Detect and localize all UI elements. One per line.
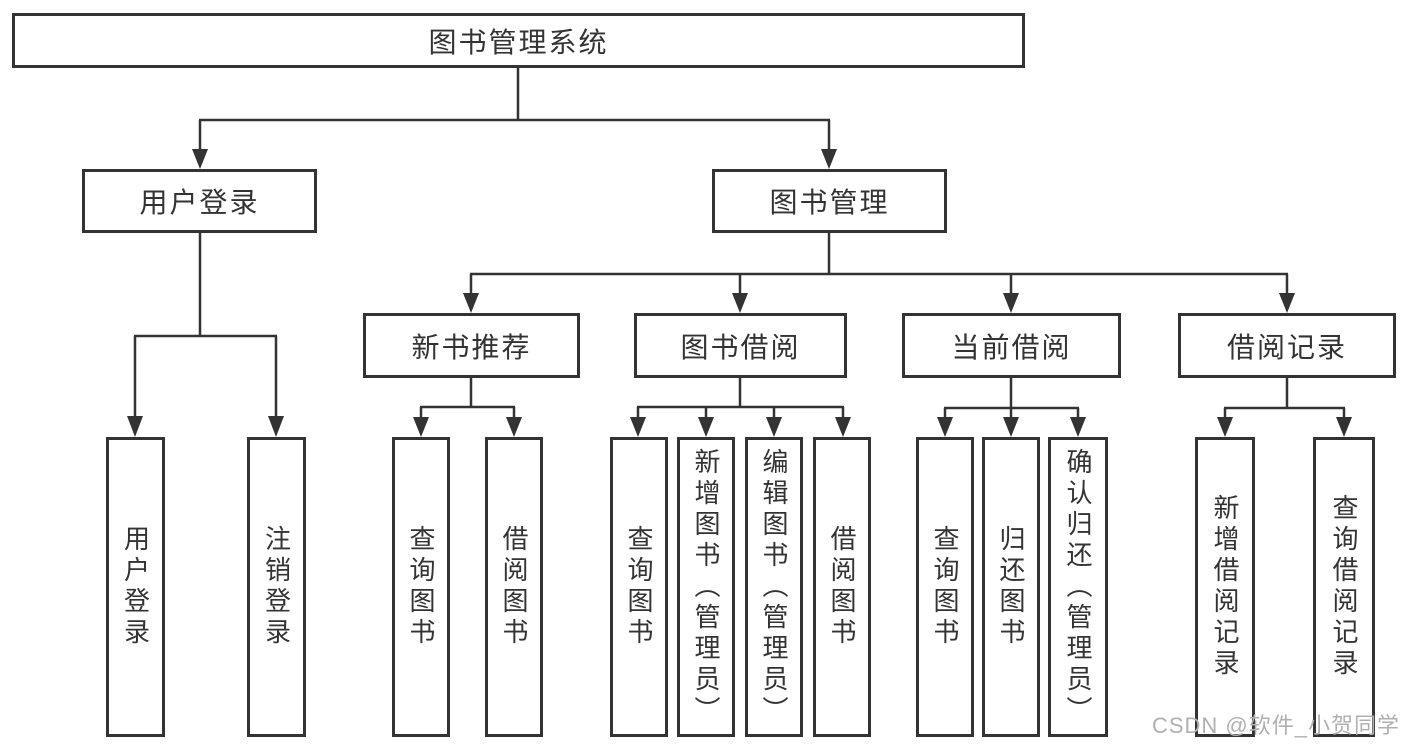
node-borrowing-records-label: 借阅记录 [1226,331,1347,363]
leaf-borrow-books-borrowing: 借阅图书 [813,437,871,737]
node-book-management-label: 图书管理 [769,187,890,218]
leaf-query-books-current-label: 查询图书 [930,525,960,649]
leaf-user-login: 用户登录 [106,437,165,737]
node-book-borrowing: 图书借阅 [634,313,847,378]
node-borrowing-records: 借阅记录 [1178,313,1396,378]
node-root-system: 图书管理系统 [12,13,1025,68]
leaf-query-books-recommend-label: 查询图书 [406,525,436,649]
node-new-book-recommend: 新书推荐 [363,313,580,378]
node-current-borrowing: 当前借阅 [902,313,1121,378]
leaf-add-book-admin-label: 新增图书（管理员） [691,447,721,727]
leaf-query-books-borrowing-label: 查询图书 [624,525,654,649]
leaf-return-book: 归还图书 [982,437,1040,737]
leaf-borrow-books-borrowing-label: 借阅图书 [827,525,857,649]
leaf-query-books-recommend: 查询图书 [392,437,450,737]
node-root-system-label: 图书管理系统 [428,26,609,58]
node-book-management: 图书管理 [712,169,947,233]
leaf-borrow-books-recommend: 借阅图书 [485,437,543,737]
leaf-user-login-label: 用户登录 [120,525,151,649]
node-book-borrowing-label: 图书借阅 [680,331,801,363]
node-new-book-recommend-label: 新书推荐 [411,331,532,363]
leaf-query-borrow-record-label: 查询借阅记录 [1329,494,1359,680]
leaf-confirm-return-admin: 确认归还（管理员） [1048,437,1108,737]
leaf-edit-book-admin: 编辑图书（管理员） [745,437,803,737]
leaf-logout: 注销登录 [247,437,306,737]
leaf-borrow-books-recommend-label: 借阅图书 [499,525,529,649]
leaf-add-borrow-record-label: 新增借阅记录 [1210,494,1240,680]
leaf-edit-book-admin-label: 编辑图书（管理员） [759,447,789,727]
leaf-query-borrow-record: 查询借阅记录 [1313,437,1375,737]
leaf-add-book-admin: 新增图书（管理员） [677,437,735,737]
leaf-return-book-label: 归还图书 [996,525,1026,649]
csdn-watermark: CSDN @软件_小贺同学 [1151,713,1400,738]
leaf-query-books-current: 查询图书 [916,437,974,737]
node-user-login-label: 用户登录 [139,187,260,218]
leaf-logout-label: 注销登录 [261,525,292,649]
leaf-query-books-borrowing: 查询图书 [610,437,668,737]
node-user-login: 用户登录 [82,169,317,233]
leaf-confirm-return-admin-label: 确认归还（管理员） [1063,447,1093,727]
node-current-borrowing-label: 当前借阅 [951,331,1072,363]
leaf-add-borrow-record: 新增借阅记录 [1195,437,1255,737]
